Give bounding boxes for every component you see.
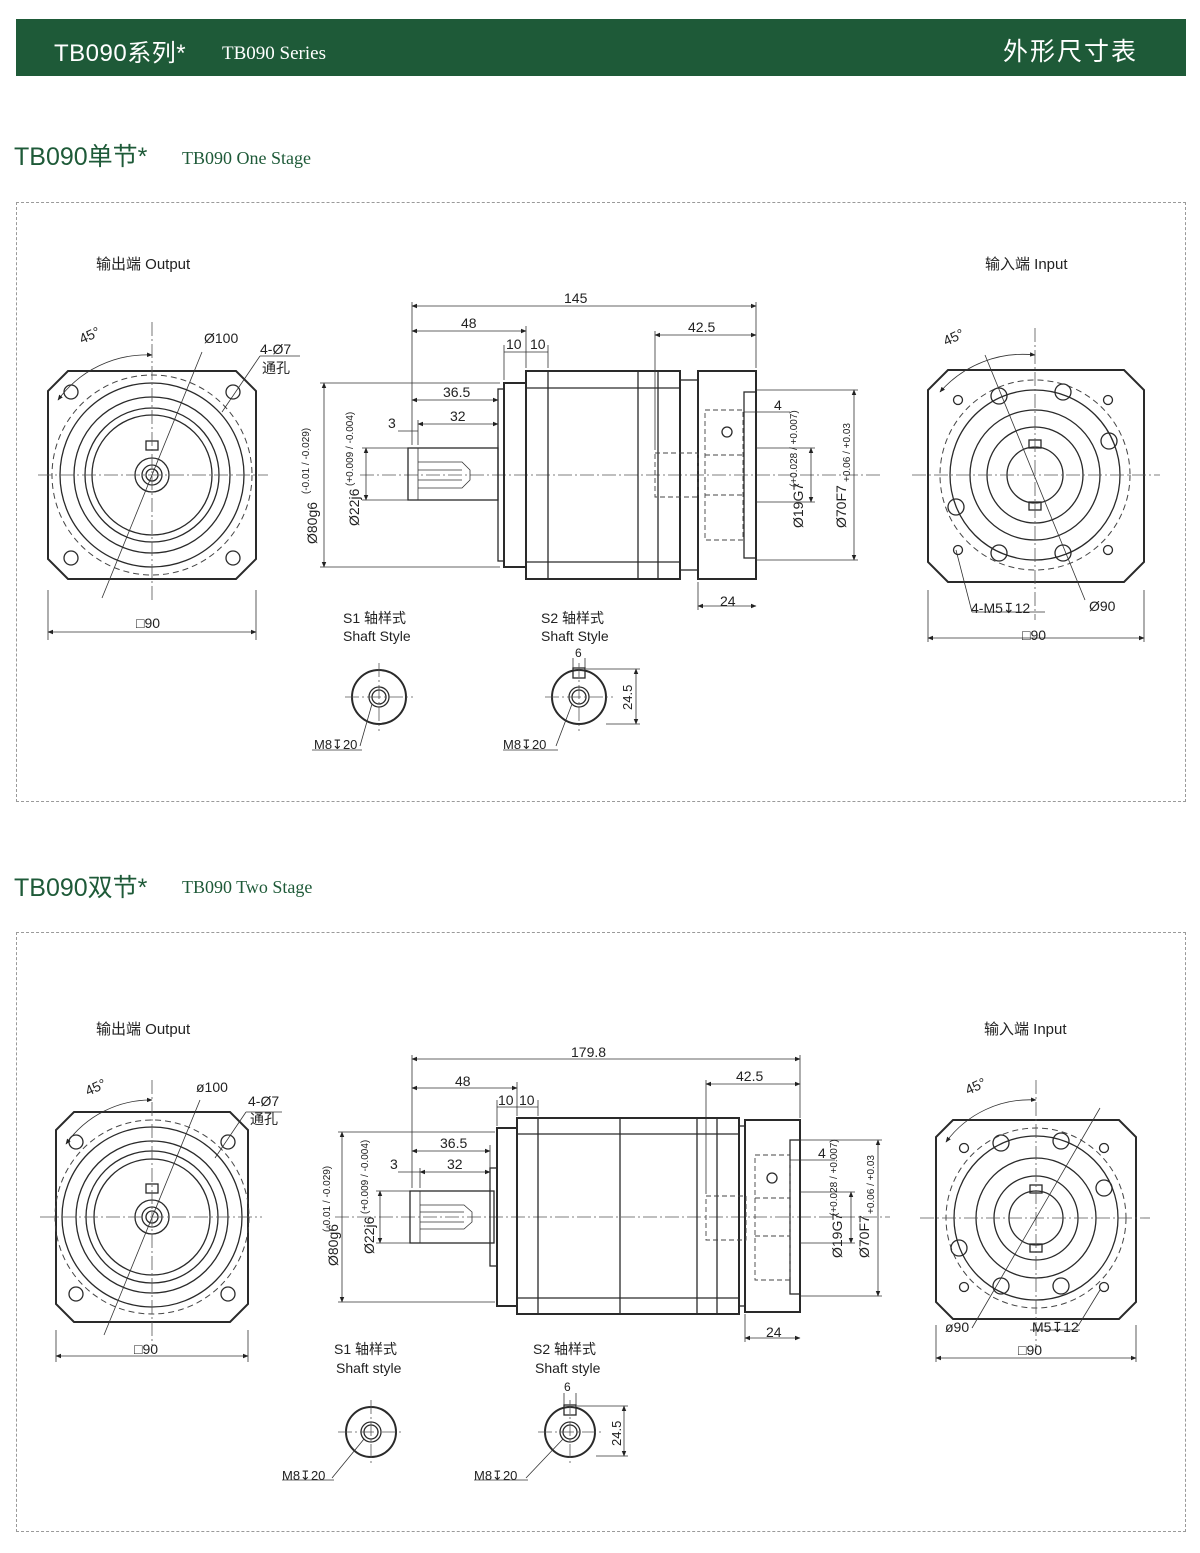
two-dia-70: Ø70F7 xyxy=(856,1215,872,1258)
one-square-output: □90 xyxy=(136,615,160,631)
two-pcd-output: ø100 xyxy=(196,1079,228,1095)
one-s2-key: 6 xyxy=(575,646,582,660)
one-dia-22: Ø22j6 xyxy=(346,488,362,526)
two-shaft-styles: S1 轴样式 Shaft style M8↧20 S2 轴样式 Shaft st… xyxy=(282,1341,628,1483)
two-stage-drawing: 输出端 Output 输入端 Input xyxy=(40,1021,1150,1483)
one-stage-title-cn: TB090单节* xyxy=(14,143,148,171)
one-input-view: 45° 4-M5↧12 Ø90 □90 xyxy=(912,325,1160,643)
two-square-input: □90 xyxy=(1018,1342,1042,1358)
two-s2-sub: Shaft style xyxy=(535,1360,601,1376)
one-input-label: 输入端 Input xyxy=(985,256,1068,273)
one-stage-frame xyxy=(16,202,1186,802)
one-stage-drawing: 输出端 Output 输入端 Input xyxy=(38,256,1160,752)
one-angle-label: 45° xyxy=(77,323,103,346)
two-input-view: 45° ø90 M5↧12 □90 xyxy=(920,1074,1150,1362)
two-dia-80: Ø80g6 xyxy=(325,1224,341,1266)
two-pcd-input: ø90 xyxy=(945,1319,969,1335)
two-output-label: 输出端 Output xyxy=(96,1021,191,1038)
two-dim-10b: 10 xyxy=(519,1092,535,1108)
two-dia-80-tol: (-0.01 / -0.029) xyxy=(322,1166,333,1232)
two-output-view: 45° ø100 4-Ø7 通孔 □90 xyxy=(40,1075,282,1362)
one-s1-thread: M8↧20 xyxy=(314,737,357,752)
two-dim-32: 32 xyxy=(447,1156,463,1172)
one-dim-4: 4 xyxy=(774,397,782,413)
one-s2-thread: M8↧20 xyxy=(503,737,546,752)
two-dia-22: Ø22j6 xyxy=(361,1216,377,1254)
one-dia-22-tol: (+0.009 / -0.004) xyxy=(345,412,356,486)
one-s1-title: S1 轴样式 xyxy=(343,610,406,626)
one-dim-10a: 10 xyxy=(506,336,522,352)
one-s2-sub: Shaft Style xyxy=(541,628,609,644)
one-dim-48: 48 xyxy=(461,315,477,331)
dimension-table-title: 外形尺寸表 xyxy=(1002,38,1138,66)
two-dim-36-5: 36.5 xyxy=(440,1135,467,1151)
two-s1-sub: Shaft style xyxy=(336,1360,402,1376)
two-s1-thread: M8↧20 xyxy=(282,1468,325,1483)
one-dia-70-tol: +0.06 / +0.03 xyxy=(842,423,853,482)
two-dim-total: 179.8 xyxy=(571,1044,606,1060)
two-s1-title: S1 轴样式 xyxy=(334,1341,397,1357)
one-dia-19-tol: (+0.028 / +0.007) xyxy=(789,410,800,487)
two-square-output: □90 xyxy=(134,1341,158,1357)
two-dim-3: 3 xyxy=(390,1156,398,1172)
two-stage-frame xyxy=(16,932,1186,1532)
two-holes-output: 4-Ø7 xyxy=(248,1093,279,1109)
one-square-input: □90 xyxy=(1022,627,1046,643)
one-dia-70: Ø70F7 xyxy=(833,485,849,528)
one-side-view: 145 48 10 10 42.5 36.5 32 3 4 24 Ø80g6 (… xyxy=(301,290,880,610)
two-input-label: 输入端 Input xyxy=(984,1021,1067,1038)
series-title-en: TB090 Series xyxy=(222,43,326,64)
two-dia-22-tol: (+0.009 / -0.004) xyxy=(360,1140,371,1214)
one-dim-36-5: 36.5 xyxy=(443,384,470,400)
two-dim-10a: 10 xyxy=(498,1092,514,1108)
two-dim-48: 48 xyxy=(455,1073,471,1089)
one-pcd-output: Ø100 xyxy=(204,330,238,346)
two-input-angle: 45° xyxy=(963,1074,989,1097)
one-s2-height: 24.5 xyxy=(620,685,635,710)
one-input-holes: 4-M5↧12 xyxy=(971,600,1030,616)
header-bar: TB090系列* TB090 Series 外形尺寸表 xyxy=(16,19,1186,76)
two-s2-height: 24.5 xyxy=(609,1421,624,1446)
one-input-angle: 45° xyxy=(941,325,967,348)
one-holes-output: 4-Ø7 xyxy=(260,341,291,357)
two-through-hole: 通孔 xyxy=(250,1111,278,1127)
two-stage-title-cn: TB090双节* xyxy=(14,874,148,902)
one-dia-19: Ø19G7 xyxy=(790,483,806,528)
one-dim-24: 24 xyxy=(720,593,736,609)
one-dia-80: Ø80g6 xyxy=(304,502,320,544)
two-side-view: 179.8 48 10 10 42.5 36.5 32 3 4 24 Ø80g6… xyxy=(322,1044,890,1342)
one-dim-total: 145 xyxy=(564,290,588,306)
series-title-cn: TB090系列* xyxy=(54,40,187,67)
two-dim-24: 24 xyxy=(766,1324,782,1340)
two-s2-key: 6 xyxy=(564,1380,571,1394)
two-input-holes: M5↧12 xyxy=(1032,1319,1079,1335)
two-dia-19-tol: (+0.028 / +0.007) xyxy=(829,1139,840,1216)
two-dim-42-5: 42.5 xyxy=(736,1068,763,1084)
two-dia-70-tol: +0.06 / +0.03 xyxy=(866,1155,877,1214)
one-s1-sub: Shaft Style xyxy=(343,628,411,644)
one-dim-10b: 10 xyxy=(530,336,546,352)
two-angle-label: 45° xyxy=(83,1075,109,1098)
two-stage-title-en: TB090 Two Stage xyxy=(182,877,313,897)
one-dim-3: 3 xyxy=(388,415,396,431)
two-dia-19: Ø19G7 xyxy=(829,1213,845,1258)
one-dim-42-5: 42.5 xyxy=(688,319,715,335)
one-dia-80-tol: (-0.01 / -0.029) xyxy=(301,428,312,494)
one-through-hole: 通孔 xyxy=(262,360,290,376)
one-stage-title-en: TB090 One Stage xyxy=(182,148,311,168)
one-shaft-styles: S1 轴样式 Shaft Style M8↧20 S2 轴样式 Shaft St… xyxy=(312,610,640,752)
two-dim-4: 4 xyxy=(818,1145,826,1161)
one-pcd-input: Ø90 xyxy=(1089,598,1116,614)
one-dim-32: 32 xyxy=(450,408,466,424)
one-output-label: 输出端 Output xyxy=(96,256,191,273)
one-output-view: 45° Ø100 4-Ø7 通孔 □90 xyxy=(38,322,300,640)
two-s2-title: S2 轴样式 xyxy=(533,1341,596,1357)
two-s2-thread: M8↧20 xyxy=(474,1468,517,1483)
one-s2-title: S2 轴样式 xyxy=(541,610,604,626)
